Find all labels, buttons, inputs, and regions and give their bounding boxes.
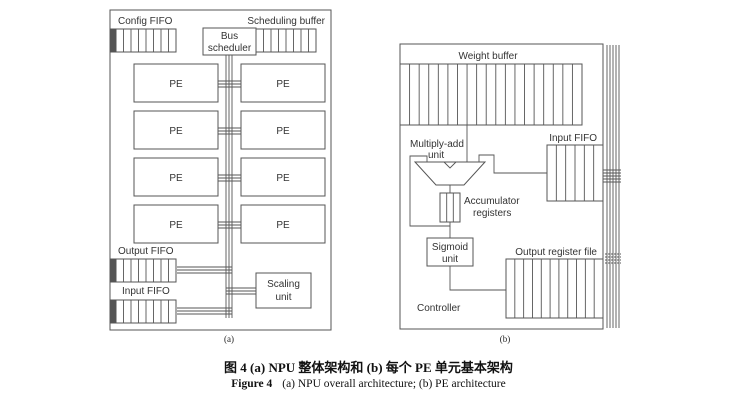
config-fifo-frame — [109, 28, 177, 53]
multiply-add-label-2: unit — [428, 150, 444, 161]
caption-chinese: 图 4 (a) NPU 整体架构和 (b) 每个 PE 单元基本架构 — [224, 360, 513, 375]
bus-scheduler-label-2: scheduler — [208, 43, 252, 54]
accumulator-feedback-wire — [409, 155, 451, 227]
pe-box — [133, 110, 219, 150]
config-fifo-head-cell — [109, 28, 117, 53]
accumulator-label-1: Accumulator — [464, 196, 520, 207]
output-fifo-frame — [109, 258, 177, 283]
scaling-unit-box — [255, 272, 312, 309]
pe-box — [240, 204, 326, 244]
scaling-unit-bus — [226, 287, 256, 295]
pe-label: PE — [276, 126, 290, 137]
pe-label: PE — [169, 173, 183, 184]
pe-label: PE — [169, 126, 183, 137]
scheduling-buffer-label: Scheduling buffer — [247, 16, 325, 27]
input-fifo-label-b: Input FIFO — [549, 133, 597, 144]
panel-a: Config FIFO Scheduling buffer Bus schedu… — [109, 9, 332, 344]
panel-a-label: (a) — [224, 334, 234, 344]
multiply-add-unit — [413, 161, 487, 186]
input-fifo — [109, 299, 177, 324]
scaling-unit-label-1: Scaling — [267, 279, 300, 290]
pe-label: PE — [276, 79, 290, 90]
scaling-unit-label-2: unit — [275, 292, 291, 303]
accumulator-label-2: registers — [473, 208, 511, 219]
controller-label: Controller — [417, 303, 461, 314]
output-fifo-bus — [177, 266, 232, 274]
input-fifo-label: Input FIFO — [122, 286, 170, 297]
pe-box — [240, 157, 326, 197]
output-register-file-label: Output register file — [515, 247, 597, 258]
weight-buffer — [399, 63, 583, 126]
config-fifo-label: Config FIFO — [118, 16, 173, 27]
pe-label: PE — [276, 220, 290, 231]
pe-label: PE — [169, 79, 183, 90]
panel-b-label: (b) — [500, 334, 511, 344]
sigmoid-to-output-wire — [449, 266, 506, 291]
sigmoid-unit-box — [426, 237, 474, 267]
output-fifo — [109, 258, 177, 283]
caption-english: Figure 4 (a) NPU overall architecture; (b… — [0, 378, 737, 390]
input-fifo-frame — [109, 299, 177, 324]
pe-box — [240, 63, 326, 103]
weight-buffer-frame — [399, 63, 583, 126]
pe-grid: PE PE PE PE PE PE PE PE — [133, 63, 326, 244]
bus-scheduler-label-1: Bus — [221, 31, 238, 42]
accumulator-registers — [439, 192, 461, 223]
external-bus — [603, 45, 621, 328]
output-register-file — [505, 258, 604, 319]
output-fifo-label: Output FIFO — [118, 246, 174, 257]
caption-english-text: (a) NPU overall architecture; (b) PE arc… — [282, 378, 506, 390]
caption-figure-number: Figure 4 — [231, 378, 273, 390]
sigmoid-label-2: unit — [442, 254, 458, 265]
pe-box — [240, 110, 326, 150]
pe-box — [133, 63, 219, 103]
central-bus — [225, 55, 233, 318]
pe-box — [133, 204, 219, 244]
pe-input-fifo — [546, 144, 604, 202]
input-fifo-bus — [177, 307, 232, 315]
bus-scheduler-box — [202, 27, 257, 56]
sigmoid-label-1: Sigmoid — [432, 242, 468, 253]
config-fifo — [109, 28, 177, 53]
multiply-add-label-1: Multiply-add — [410, 139, 464, 150]
pe-label: PE — [276, 173, 290, 184]
input-to-mac-wire — [478, 154, 547, 174]
output-fifo-head-cell — [109, 258, 117, 283]
output-register-file-frame — [505, 258, 604, 319]
weight-buffer-label: Weight buffer — [458, 51, 518, 62]
scheduling-buffer — [255, 28, 317, 53]
mac-notch — [443, 161, 457, 169]
pe-box — [133, 157, 219, 197]
pe-label: PE — [169, 220, 183, 231]
panel-b: Weight buffer Input FIFO Multiply-add un… — [399, 43, 621, 344]
input-fifo-head-cell — [109, 299, 117, 324]
